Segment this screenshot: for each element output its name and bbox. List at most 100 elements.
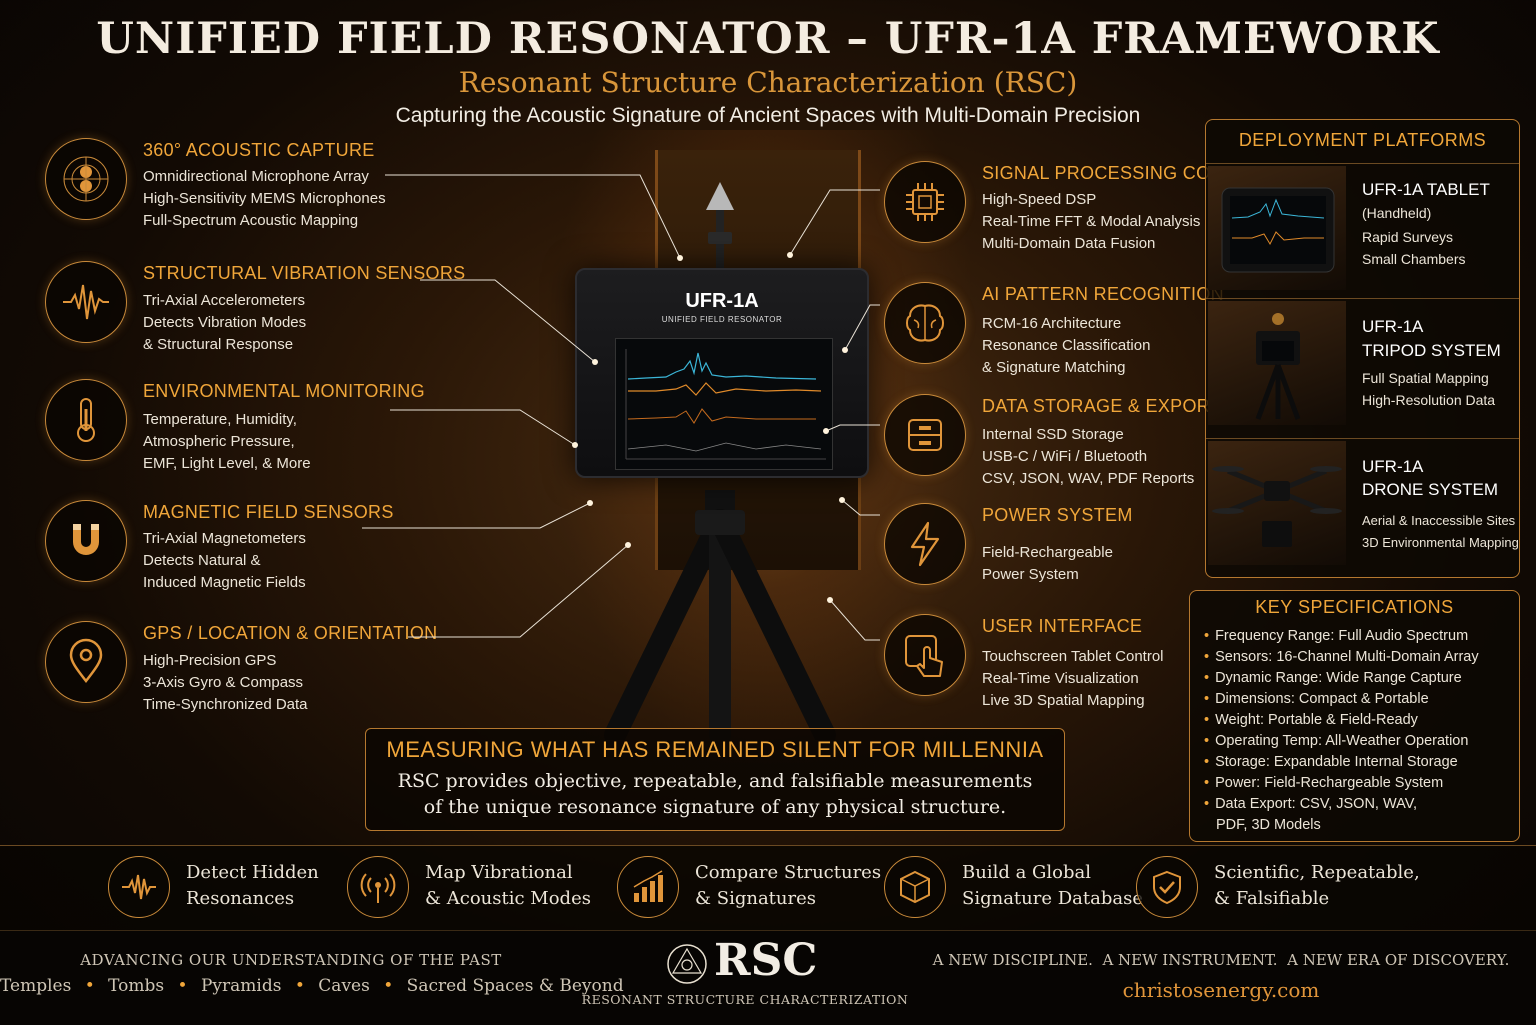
acoustic-sphere-icon	[45, 138, 127, 220]
spectrum-display	[625, 349, 826, 460]
benefit-text: Map Vibrational	[425, 862, 573, 883]
device-name: UFR-1A	[685, 290, 759, 312]
deployment-detail: 3D Environmental Mapping	[1362, 535, 1519, 550]
mission-statement-box: MEASURING WHAT HAS REMAINED SILENT FOR M…	[365, 728, 1065, 831]
deployment-item-tablet: UFR-1A TABLET (Handheld) Rapid Surveys S…	[1206, 163, 1519, 292]
benefits-bar: Detect Hidden Resonances Map Vibrational…	[0, 845, 1536, 931]
feature-line: Live 3D Spatial Mapping	[982, 692, 1145, 709]
device-screen	[615, 338, 833, 470]
rsc-logo-subtitle: RESONANT STRUCTURE CHARACTERIZATION	[581, 992, 909, 1007]
deployment-detail: High-Resolution Data	[1362, 392, 1496, 408]
spec-text: Storage: Expandable Internal Storage	[1215, 754, 1458, 770]
benefit-text: Detect Hidden	[186, 862, 319, 883]
feature-line: Field-Rechargeable	[982, 544, 1113, 561]
tripod-illustration	[604, 490, 836, 740]
broadcast-icon	[347, 856, 409, 918]
touch-hand-icon	[884, 614, 966, 696]
deployment-name: DRONE SYSTEM	[1362, 480, 1499, 499]
benefit-text: Build a Global	[962, 862, 1092, 883]
spec-text: Dynamic Range: Wide Range Capture	[1215, 670, 1462, 686]
spec-item: •Storage: Expandable Internal Storage	[1204, 754, 1458, 770]
feature-magnetic-field: MAGNETIC FIELD SENSORS Tri-Axial Magneto…	[45, 500, 465, 610]
spec-item: •Operating Temp: All-Weather Operation	[1204, 733, 1469, 749]
deployment-detail: Aerial & Inaccessible Sites	[1362, 513, 1516, 528]
feature-line: Detects Natural &	[143, 552, 261, 569]
feature-title: GPS / LOCATION & ORIENTATION	[143, 623, 438, 643]
feature-line: Multi-Domain Data Fusion	[982, 235, 1156, 252]
spec-item: •Sensors: 16-Channel Multi-Domain Array	[1204, 649, 1479, 665]
deployment-detail: Full Spatial Mapping	[1362, 370, 1489, 386]
benefit-text: Resonances	[186, 888, 295, 909]
deployment-item-tripod: UFR-1A TRIPOD SYSTEM Full Spatial Mappin…	[1206, 298, 1519, 427]
spec-continuation: PDF, 3D Models	[1216, 817, 1321, 833]
microphone-cone	[706, 182, 734, 272]
feature-line: CSV, JSON, WAV, PDF Reports	[982, 470, 1195, 487]
place-label: Pyramids	[200, 976, 282, 996]
feature-line: Full-Spectrum Acoustic Mapping	[143, 212, 359, 229]
feature-line: Tri-Axial Accelerometers	[143, 292, 305, 309]
deployment-name: UFR-1A	[1362, 457, 1424, 476]
spec-text: Sensors: 16-Channel Multi-Domain Array	[1215, 649, 1479, 665]
feature-line: High-Speed DSP	[982, 191, 1097, 208]
feature-line: Atmospheric Pressure,	[143, 433, 295, 450]
thermometer-icon	[45, 379, 127, 461]
specs-title: KEY SPECIFICATIONS	[1255, 597, 1454, 617]
spec-item: •Frequency Range: Full Audio Spectrum	[1204, 628, 1469, 644]
deployment-detail: Small Chambers	[1362, 251, 1466, 267]
spec-item: •Data Export: CSV, JSON, WAV,	[1204, 796, 1418, 812]
feature-line: RCM-16 Architecture	[982, 315, 1122, 332]
shield-check-icon	[1136, 856, 1198, 918]
benefit-text: Compare Structures	[695, 862, 882, 883]
deployment-item-drone: UFR-1A DRONE SYSTEM Aerial & Inaccessibl…	[1206, 438, 1519, 567]
feature-data-storage: DATA STORAGE & EXPORT Internal SSD Stora…	[884, 394, 1304, 504]
tablet-image	[1208, 166, 1346, 290]
feature-line: High-Precision GPS	[143, 652, 277, 669]
place-label: Tombs	[108, 976, 165, 996]
rsc-logo-text: RSC	[714, 935, 818, 986]
feature-line: Tri-Axial Magnetometers	[143, 530, 306, 547]
deployment-title: DEPLOYMENT PLATFORMS	[1238, 130, 1487, 150]
feature-line: Real-Time FFT & Modal Analysis	[982, 213, 1201, 230]
feature-title: POWER SYSTEM	[982, 505, 1133, 525]
benefit-text: & Falsifiable	[1214, 888, 1330, 909]
feature-line: Omnidirectional Microphone Array	[143, 168, 369, 185]
key-specifications-panel: KEY SPECIFICATIONS •Frequency Range: Ful…	[1189, 590, 1520, 842]
feature-line: USB-C / WiFi / Bluetooth	[982, 448, 1148, 465]
feature-environmental-monitoring: ENVIRONMENTAL MONITORING Temperature, Hu…	[45, 379, 465, 489]
feature-line: Power System	[982, 566, 1079, 583]
cube-icon	[884, 856, 946, 918]
brain-icon	[884, 282, 966, 364]
footer-places: Temples • Tombs • Pyramids • Caves • Sac…	[0, 976, 624, 996]
feature-user-interface: USER INTERFACE Touchscreen Tablet Contro…	[884, 614, 1304, 724]
benefit-text: Scientific, Repeatable,	[1214, 862, 1420, 883]
website-link[interactable]: christosenergy.com	[1122, 978, 1320, 1002]
waveform-icon	[108, 856, 170, 918]
spec-text: Weight: Portable & Field-Ready	[1215, 712, 1418, 728]
storage-drive-icon	[884, 394, 966, 476]
rsc-logo-icon	[667, 944, 707, 984]
feature-line: Time-Synchronized Data	[143, 696, 308, 713]
benefit-text: & Signatures	[695, 888, 816, 909]
feature-title: DATA STORAGE & EXPORT	[982, 396, 1222, 416]
deployment-name: TRIPOD SYSTEM	[1362, 341, 1501, 360]
place-label: Sacred Spaces & Beyond	[406, 976, 624, 996]
feature-line: Induced Magnetic Fields	[143, 574, 306, 591]
feature-title: ENVIRONMENTAL MONITORING	[143, 381, 425, 401]
feature-line: Temperature, Humidity,	[143, 411, 297, 428]
feature-acoustic-capture: 360° ACOUSTIC CAPTURE Omnidirectional Mi…	[45, 138, 465, 248]
spec-item: •Power: Field-Rechargeable System	[1204, 775, 1444, 791]
feature-line: Resonance Classification	[982, 337, 1151, 354]
feature-line: Touchscreen Tablet Control	[982, 648, 1164, 665]
spec-text: Operating Temp: All-Weather Operation	[1215, 733, 1469, 749]
feature-title: STRUCTURAL VIBRATION SENSORS	[143, 263, 466, 283]
footer: ADVANCING OUR UNDERSTANDING OF THE PAST …	[0, 930, 1536, 1025]
feature-title: MAGNETIC FIELD SENSORS	[143, 502, 394, 522]
deployment-detail: Rapid Surveys	[1362, 229, 1454, 245]
deployment-name: UFR-1A	[1362, 317, 1424, 336]
benefit-text: & Acoustic Modes	[425, 888, 591, 909]
spec-text: Power: Field-Rechargeable System	[1215, 775, 1444, 791]
magnet-icon	[45, 500, 127, 582]
waveform-icon	[45, 261, 127, 343]
spec-text: Dimensions: Compact & Portable	[1215, 691, 1429, 707]
drone-image	[1208, 441, 1346, 565]
